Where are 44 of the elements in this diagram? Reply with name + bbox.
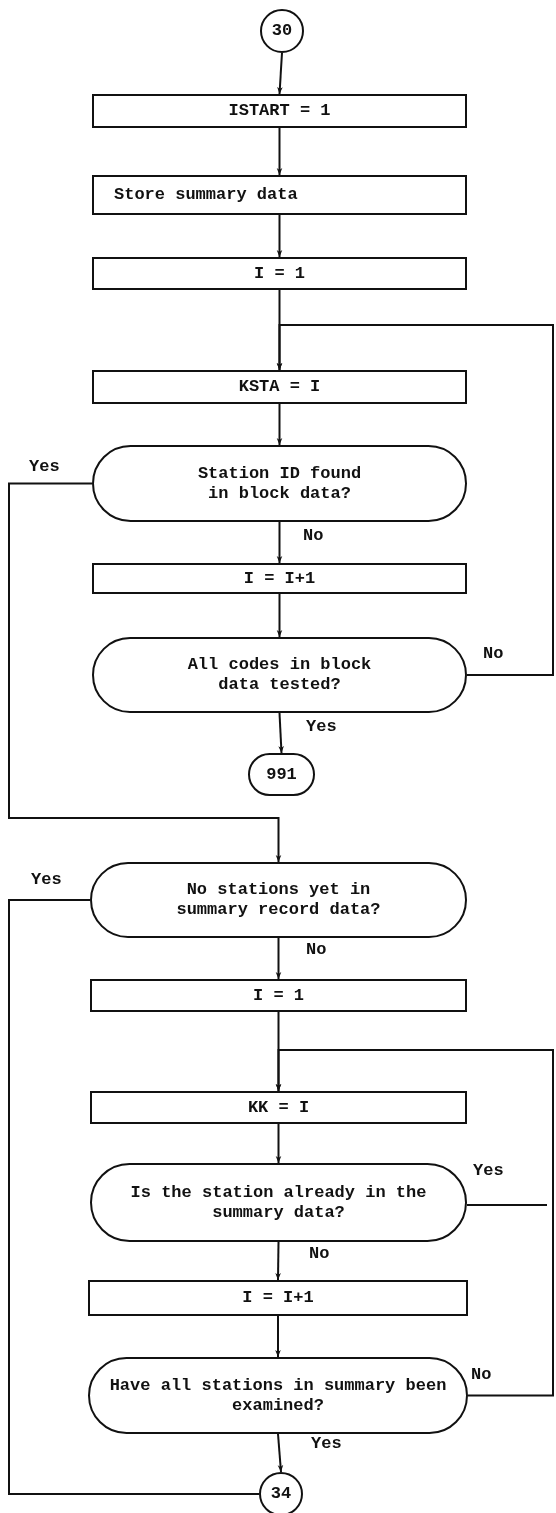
arrow	[276, 403, 283, 446]
node-text: I = I+1	[242, 1288, 314, 1308]
node-text: All codes in block data tested?	[186, 655, 373, 695]
node-text: Have all stations in summary been examined?	[108, 1375, 448, 1416]
connector-line	[466, 1204, 548, 1206]
node-text: Station ID found in block data?	[196, 463, 363, 504]
connector-line	[8, 899, 260, 1495]
arrow	[277, 1433, 284, 1473]
arrow	[8, 482, 282, 863]
process-box	[92, 175, 467, 215]
arrow	[278, 712, 284, 754]
connector-number: 991	[266, 764, 297, 785]
arrow	[275, 1049, 554, 1397]
node-text: I = 1	[254, 263, 305, 284]
connector-circle	[260, 9, 304, 53]
node-text: KK = I	[247, 1097, 310, 1118]
process-box	[92, 257, 467, 290]
process-box	[92, 94, 467, 128]
decision-terminal	[248, 753, 315, 796]
process-box	[88, 1280, 468, 1316]
arrow	[276, 324, 554, 676]
arrow	[275, 937, 282, 980]
connector-number: 34	[270, 1484, 292, 1504]
arrow	[275, 1241, 281, 1281]
arrow	[275, 1123, 282, 1164]
process-box	[92, 370, 467, 404]
node-text: ISTART = 1	[228, 101, 331, 121]
process-box	[92, 563, 467, 594]
node-text: No stations yet in summary record data?	[175, 880, 382, 920]
arrow	[276, 214, 283, 258]
process-box	[90, 1091, 467, 1124]
arrow	[275, 1315, 281, 1358]
arrow	[276, 593, 283, 638]
node-text: I = I+1	[243, 568, 316, 589]
arrow	[277, 52, 283, 95]
node-text: KSTA = I	[238, 377, 321, 397]
arrow	[276, 127, 283, 176]
connector-number: 30	[271, 21, 293, 41]
node-text: I = 1	[253, 985, 304, 1006]
process-box	[90, 979, 467, 1012]
arrow	[276, 521, 283, 564]
connector-circle	[259, 1472, 303, 1513]
node-text: Is the station already in the summary data?	[129, 1182, 428, 1223]
node-text: Store summary data	[114, 185, 298, 205]
